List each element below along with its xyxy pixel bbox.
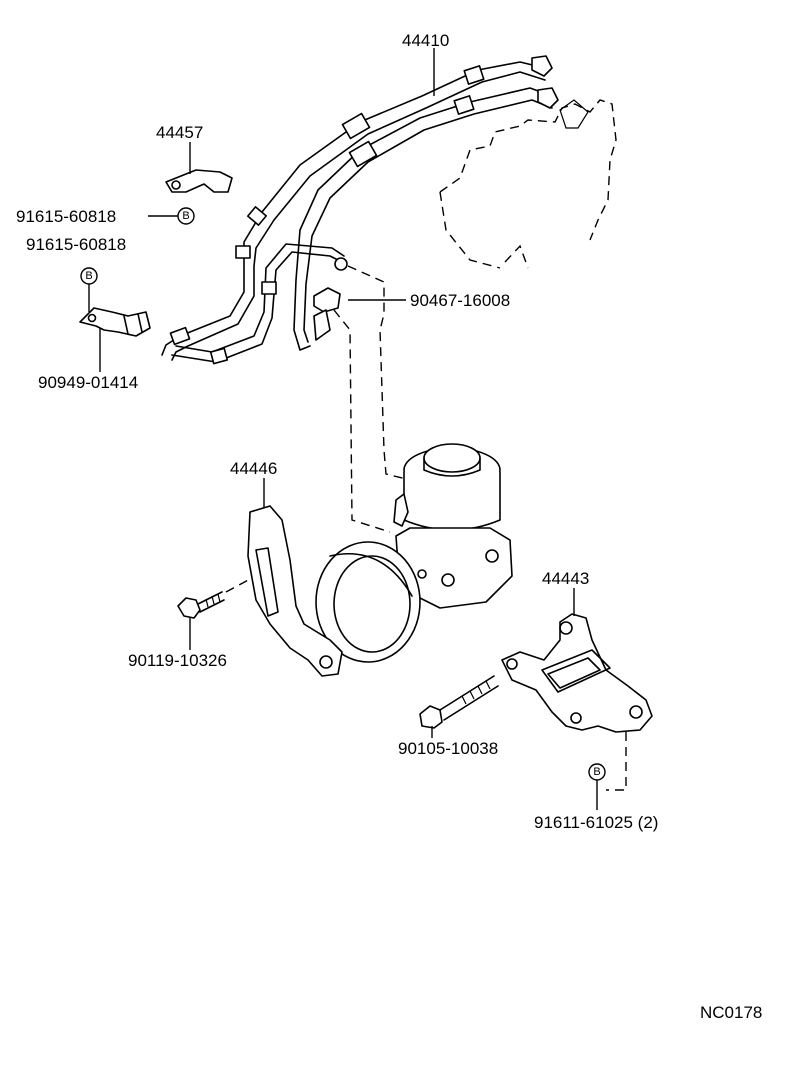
label-90949-01414: 90949-01414 [38,373,138,392]
hose-assembly [161,55,559,365]
badge-b-left: B [80,267,98,285]
label-44443: 44443 [542,569,589,588]
clamp-lower [79,307,151,337]
adjusting-bracket [501,613,653,733]
label-91615-60818-upper: 91615-60818 [16,207,116,226]
leader-lines [88,48,627,810]
figure-code: NC0178 [700,1003,762,1022]
svg-text:B: B [593,766,600,778]
label-44457: 44457 [156,123,203,142]
pump-bracket [247,505,343,677]
label-90119-10326: 90119-10326 [128,651,227,670]
badge-b-upper: B [177,207,195,225]
svg-text:B: B [182,210,189,222]
bracket-bolt [177,577,253,619]
engine-outline [439,99,617,269]
label-44446: 44446 [230,459,277,478]
label-91615-60818-lower: 91615-60818 [26,235,126,254]
label-91611-61025: 91611-61025 (2) [534,813,658,832]
long-bolt [419,675,499,729]
power-steering-pump [315,443,513,663]
clamp-upper [165,169,233,193]
badge-b-lower: B [588,763,606,781]
label-90467-16008: 90467-16008 [410,291,510,310]
union-fitting [313,265,411,533]
svg-text:B: B [85,270,92,282]
label-44410: 44410 [402,31,449,50]
label-90105-10038: 90105-10038 [398,739,498,758]
